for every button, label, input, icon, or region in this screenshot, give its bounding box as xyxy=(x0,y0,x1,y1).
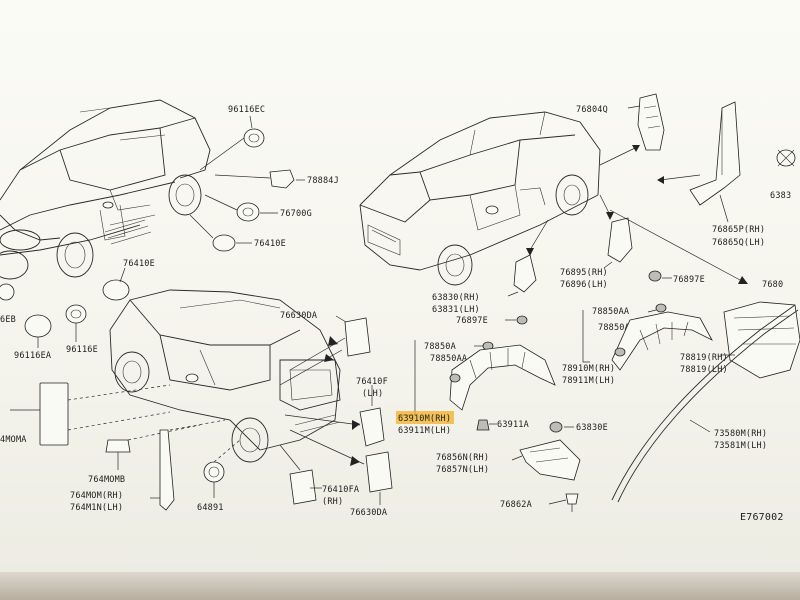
label-78819-lh: 78819(LH) xyxy=(680,365,728,375)
label-78850AA-right: 78850AA xyxy=(592,307,629,317)
label-7680: 7680 xyxy=(762,280,783,290)
label-96116E: 96116E xyxy=(66,345,98,355)
part-76804Q[interactable]: 76804Q xyxy=(576,93,665,166)
part-764MOMB[interactable]: 764MOMB xyxy=(88,424,201,485)
vehicle-front-right-view xyxy=(359,111,601,286)
part-78850A-right[interactable]: 78850A xyxy=(582,310,630,363)
part-6EB[interactable]: 6EB xyxy=(0,283,16,325)
label-96116EC: 96116EC xyxy=(228,105,265,115)
label-63911M: 63911M(LH) xyxy=(398,426,451,436)
part-64891[interactable]: 64891 xyxy=(197,439,241,513)
label-76630DA-top: 76630DA xyxy=(280,311,317,321)
label-764MOM: 764MOM(RH) xyxy=(70,491,123,501)
label-63910M: 63910M(RH) xyxy=(398,414,451,424)
part-764MOM[interactable]: 764MOM(RH) 764M1N(LH) xyxy=(70,419,226,513)
label-76804Q: 76804Q xyxy=(576,105,608,115)
part-96116EA[interactable]: 96116EA xyxy=(14,314,52,361)
part-73580M-molding[interactable]: 73580M(RH) 73581M(LH) xyxy=(611,304,799,503)
label-76410FA-rh: (RH) xyxy=(322,497,343,507)
monitor-bezel xyxy=(0,572,800,600)
label-78850A-mid: 78850A xyxy=(424,342,456,352)
part-76865P[interactable]: 76865P(RH) 76865Q(LH) xyxy=(657,101,765,248)
label-76897E-right: 76897E xyxy=(673,275,705,285)
label-4MOMA: 4MOMA xyxy=(0,435,27,445)
part-76862A[interactable]: 76862A xyxy=(500,493,579,512)
label-76862A: 76862A xyxy=(500,500,532,510)
part-76897E-right[interactable]: 76897E xyxy=(648,270,705,285)
label-63830: 63830(RH) xyxy=(432,293,480,303)
part-63830E[interactable]: 63830E xyxy=(549,421,608,433)
label-76865Q: 76865Q(LH) xyxy=(712,238,765,248)
label-76410F-lh: (LH) xyxy=(362,389,383,399)
part-63910M-fender-liner[interactable]: 63910M(RH) 63911M(LH) xyxy=(396,344,556,436)
part-76856N[interactable]: 76856N(RH) 76857N(LH) xyxy=(436,439,581,481)
label-63830E: 63830E xyxy=(576,423,608,433)
part-78910M[interactable]: 78910M(RH) 78911M(LH) xyxy=(562,311,713,386)
label-76856N: 76856N(RH) xyxy=(436,453,489,463)
highlight-63910M xyxy=(396,411,454,424)
part-76630DA-bottom[interactable]: 76630DA xyxy=(289,429,393,518)
vehicle-front-left-view xyxy=(0,99,211,280)
label-96116EA: 96116EA xyxy=(14,351,51,361)
label-78884J: 78884J xyxy=(307,176,339,186)
part-78884J[interactable]: 78884J xyxy=(214,169,339,189)
label-76897E-left: 76897E xyxy=(456,316,488,326)
part-4MOMA[interactable]: 4MOMA xyxy=(0,382,171,446)
label-78819-rh: 78819(RH) xyxy=(680,353,728,363)
label-764MOMB: 764MOMB xyxy=(88,475,125,485)
label-73580M: 73580M(RH) xyxy=(714,429,767,439)
part-78819[interactable]: 78819(RH) 78819(LH) xyxy=(680,301,800,379)
label-6EB: 6EB xyxy=(0,315,16,325)
part-76410E-mid[interactable]: 76410E xyxy=(102,259,155,301)
label-64891: 64891 xyxy=(197,503,224,513)
label-76410E-top: 76410E xyxy=(254,239,286,249)
label-78850AA-mid: 78850AA xyxy=(430,354,467,364)
part-76410FA[interactable]: 76410FA (RH) xyxy=(279,444,359,507)
label-76410FA: 76410FA xyxy=(322,485,359,495)
part-7680-edge[interactable]: 7680 xyxy=(609,209,783,290)
label-76410E-mid: 76410E xyxy=(123,259,155,269)
label-6383: 6383 xyxy=(770,191,791,201)
part-76895[interactable]: 76895(RH) 76896(LH) xyxy=(560,194,633,290)
diagram-id: E767002 xyxy=(740,512,784,523)
part-76630DA-top[interactable]: 76630DA xyxy=(279,311,371,386)
part-6383-edge[interactable]: 6383 xyxy=(770,149,796,201)
label-76857N: 76857N(LH) xyxy=(436,465,489,475)
part-76897E-left[interactable]: 76897E xyxy=(456,315,528,326)
label-764M1N: 764M1N(LH) xyxy=(70,503,123,513)
label-78850A-right: 78850A xyxy=(598,323,630,333)
label-78910M: 78910M(RH) xyxy=(562,364,615,374)
part-63830[interactable]: 63830(RH) 63831(LH) xyxy=(432,219,549,315)
label-76700G: 76700G xyxy=(280,209,312,219)
part-96116EC[interactable]: 96116EC xyxy=(199,105,265,171)
label-76865P: 76865P(RH) xyxy=(712,225,765,235)
vehicle-rear-view xyxy=(109,289,341,463)
label-76630DA-bottom: 76630DA xyxy=(350,508,387,518)
label-63911A: 63911A xyxy=(497,420,529,430)
label-76410F: 76410F xyxy=(356,377,388,387)
part-78850AA-right[interactable]: 78850AA xyxy=(592,303,667,317)
label-76895: 76895(RH) xyxy=(560,268,608,278)
part-63911A[interactable]: 63911A xyxy=(476,419,529,431)
label-73581M: 73581M(LH) xyxy=(714,441,767,451)
label-76896: 76896(LH) xyxy=(560,280,608,290)
part-76700G[interactable]: 76700G xyxy=(204,194,312,222)
label-63831: 63831(LH) xyxy=(432,305,480,315)
part-96116E[interactable]: 96116E xyxy=(65,304,98,355)
part-76410F[interactable]: 76410F (LH) xyxy=(284,377,388,447)
part-76410E-top[interactable]: 76410E xyxy=(189,214,286,252)
label-78911M: 78911M(LH) xyxy=(562,376,615,386)
